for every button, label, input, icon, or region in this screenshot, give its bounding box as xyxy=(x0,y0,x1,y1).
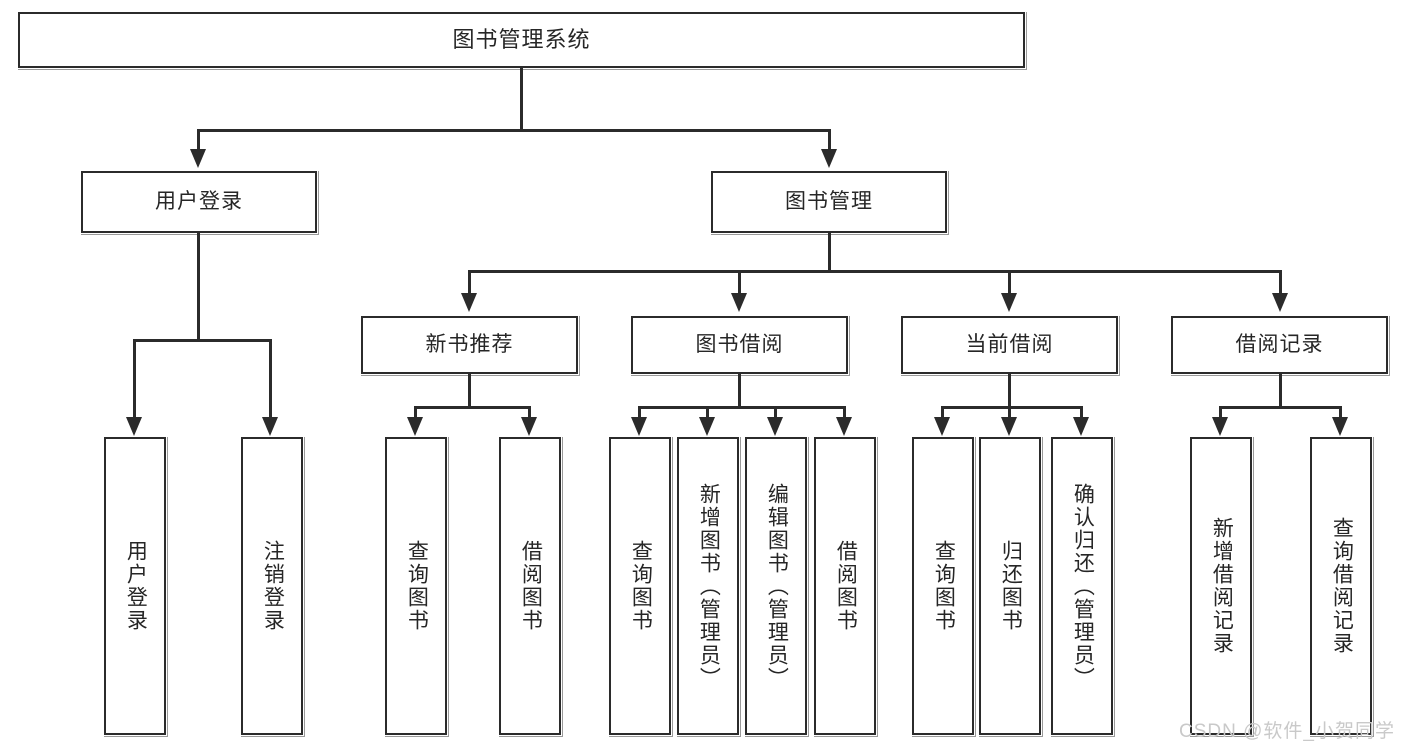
edge-new-book-stem xyxy=(468,374,471,409)
edge-book-borrow-drop-1 xyxy=(638,406,641,419)
node-leaf-query-book-2[interactable]: 查询图书 xyxy=(609,437,671,735)
arrowhead-book-borrow xyxy=(731,293,747,312)
edge-l3-drop-borrow-record xyxy=(1279,270,1282,295)
node-leaf-query-book-3[interactable]: 查询图书 xyxy=(912,437,974,735)
node-label: 新增借阅记录 xyxy=(1210,517,1234,655)
node-label: 当前借阅 xyxy=(965,332,1054,356)
arrowhead-leaf-edit-book xyxy=(767,417,783,436)
edge-book-manage-stem xyxy=(828,233,831,273)
arrowhead-leaf-user-login xyxy=(126,417,142,436)
node-new-book-recommend[interactable]: 新书推荐 xyxy=(361,316,578,374)
edge-borrow-record-drop-1 xyxy=(1219,406,1222,419)
arrowhead-new-book-recommend xyxy=(461,293,477,312)
edge-drop-user-login xyxy=(197,129,200,151)
node-label: 用户登录 xyxy=(155,189,243,213)
edge-current-borrow-stem xyxy=(1008,374,1011,409)
node-book-manage[interactable]: 图书管理 xyxy=(711,171,947,233)
edge-book-borrow-bus xyxy=(638,406,846,409)
arrowhead-leaf-query-book-1 xyxy=(407,417,423,436)
node-leaf-return-book[interactable]: 归还图书 xyxy=(979,437,1041,735)
node-root-book-management-system[interactable]: 图书管理系统 xyxy=(18,12,1025,68)
node-leaf-borrow-book-1[interactable]: 借阅图书 xyxy=(499,437,561,735)
node-label: 查询图书 xyxy=(932,540,956,632)
arrowhead-leaf-add-book xyxy=(699,417,715,436)
edge-new-book-bus xyxy=(414,406,531,409)
edge-l3-drop-current-borrow xyxy=(1008,270,1011,295)
edge-root-bus xyxy=(197,129,831,132)
node-label: 查询借阅记录 xyxy=(1330,517,1354,655)
edge-l3-drop-book-borrow xyxy=(738,270,741,295)
edge-borrow-record-stem xyxy=(1279,374,1282,409)
node-leaf-user-login[interactable]: 用户登录 xyxy=(104,437,166,735)
arrowhead-book-manage xyxy=(821,149,837,168)
node-leaf-add-record[interactable]: 新增借阅记录 xyxy=(1190,437,1252,735)
edge-user-login-stem xyxy=(197,233,200,341)
edge-borrow-record-drop-2 xyxy=(1339,406,1342,419)
arrowhead-leaf-return-book xyxy=(1001,417,1017,436)
edge-user-login-bus xyxy=(133,339,272,342)
arrowhead-leaf-query-record xyxy=(1332,417,1348,436)
node-label: 用户登录 xyxy=(124,540,148,632)
node-leaf-edit-book[interactable]: 编辑图书（管理员） xyxy=(745,437,807,735)
edge-current-borrow-drop-1 xyxy=(941,406,944,419)
edge-new-book-drop-1 xyxy=(414,406,417,419)
edge-drop-book-manage xyxy=(828,129,831,151)
node-label: 借阅图书 xyxy=(834,540,858,632)
edge-book-borrow-drop-4 xyxy=(843,406,846,419)
node-label: 注销登录 xyxy=(261,540,285,632)
node-label: 编辑图书（管理员） xyxy=(765,482,789,690)
edge-l3-drop-new-book xyxy=(468,270,471,295)
arrowhead-current-borrow xyxy=(1001,293,1017,312)
node-leaf-confirm-return[interactable]: 确认归还（管理员） xyxy=(1051,437,1113,735)
arrowhead-leaf-borrow-book-1 xyxy=(521,417,537,436)
node-label: 图书借阅 xyxy=(695,332,784,356)
arrowhead-user-login xyxy=(190,149,206,168)
edge-current-borrow-drop-3 xyxy=(1080,406,1083,419)
arrowhead-leaf-borrow-book-2 xyxy=(836,417,852,436)
node-label: 确认归还（管理员） xyxy=(1071,482,1095,690)
edge-new-book-drop-2 xyxy=(528,406,531,419)
edge-current-borrow-bus xyxy=(941,406,1083,409)
edge-book-manage-bus xyxy=(468,270,1282,273)
node-leaf-user-logout[interactable]: 注销登录 xyxy=(241,437,303,735)
node-borrow-record[interactable]: 借阅记录 xyxy=(1171,316,1388,374)
edge-user-login-drop-2 xyxy=(269,339,272,419)
node-leaf-query-book-1[interactable]: 查询图书 xyxy=(385,437,447,735)
edge-book-borrow-drop-3 xyxy=(774,406,777,419)
edge-user-login-drop-1 xyxy=(133,339,136,419)
node-label: 借阅记录 xyxy=(1235,332,1324,356)
edge-current-borrow-drop-2 xyxy=(1008,406,1011,419)
node-label: 归还图书 xyxy=(999,540,1023,632)
edge-book-borrow-drop-2 xyxy=(706,406,709,419)
arrowhead-leaf-user-logout xyxy=(262,417,278,436)
node-leaf-query-record[interactable]: 查询借阅记录 xyxy=(1310,437,1372,735)
node-label: 查询图书 xyxy=(629,540,653,632)
node-label: 图书管理系统 xyxy=(452,27,591,53)
node-label: 查询图书 xyxy=(405,540,429,632)
arrowhead-borrow-record xyxy=(1272,293,1288,312)
node-label: 图书管理 xyxy=(785,189,873,213)
node-leaf-borrow-book-2[interactable]: 借阅图书 xyxy=(814,437,876,735)
node-book-borrow[interactable]: 图书借阅 xyxy=(631,316,848,374)
edge-book-borrow-stem xyxy=(738,374,741,409)
node-label: 新书推荐 xyxy=(425,332,514,356)
arrowhead-leaf-confirm-return xyxy=(1073,417,1089,436)
node-label: 借阅图书 xyxy=(519,540,543,632)
node-user-login[interactable]: 用户登录 xyxy=(81,171,317,233)
arrowhead-leaf-query-book-2 xyxy=(631,417,647,436)
node-label: 新增图书（管理员） xyxy=(697,482,721,690)
node-leaf-add-book[interactable]: 新增图书（管理员） xyxy=(677,437,739,735)
edge-borrow-record-bus xyxy=(1219,406,1342,409)
node-current-borrow[interactable]: 当前借阅 xyxy=(901,316,1118,374)
edge-root-stem xyxy=(520,68,523,131)
arrowhead-leaf-add-record xyxy=(1212,417,1228,436)
arrowhead-leaf-query-book-3 xyxy=(934,417,950,436)
